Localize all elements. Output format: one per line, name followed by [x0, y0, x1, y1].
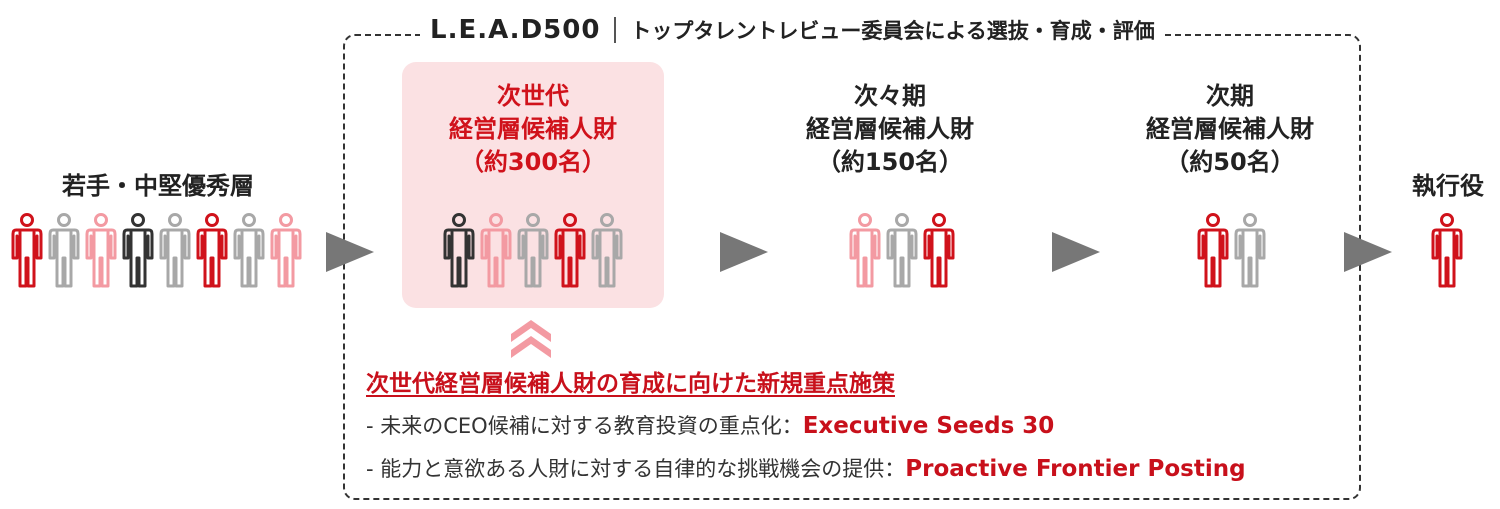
- person-icon: [11, 213, 43, 288]
- measures-title: 次世代経営層候補人財の育成に向けた新規重点施策: [366, 371, 895, 397]
- stage-next-line-2: 経営層候補人財: [1146, 115, 1314, 143]
- measure-item-2-text: - 能力と意欲ある人財に対する自律的な挑戦機会の提供：: [366, 457, 906, 481]
- person-icon: [480, 213, 512, 288]
- person-icon: [517, 213, 549, 288]
- frame-subtitle: トップタレントレビュー委員会による選抜・育成・評価: [630, 19, 1155, 43]
- stage-young-label: 若手・中堅優秀層: [48, 170, 268, 203]
- stage-next-line-1: 次期: [1206, 82, 1254, 110]
- measure-item-1: - 未来のCEO候補に対する教育投資の重点化：Executive Seeds 3…: [366, 410, 1054, 440]
- stage-after-next-line-3: （約150名）: [816, 148, 964, 176]
- person-icon: [159, 213, 191, 288]
- person-icon: [1234, 213, 1266, 288]
- person-icon: [554, 213, 586, 288]
- title-separator: [614, 17, 617, 43]
- flow-arrow-3: [1052, 232, 1100, 272]
- people-group-next-gen: [442, 212, 627, 290]
- flow-arrow-1: [326, 232, 374, 272]
- people-group-after-next: [848, 212, 959, 290]
- brand-label: L.E.A.D500: [430, 15, 601, 45]
- stage-next-gen-line-3: （約300名）: [459, 148, 607, 176]
- stage-next-gen-line-1: 次世代: [497, 82, 569, 110]
- people-group-next: [1196, 212, 1270, 290]
- person-icon: [85, 213, 117, 288]
- stage-after-next-line-2: 経営層候補人財: [806, 115, 974, 143]
- person-icon: [233, 213, 265, 288]
- person-icon: [1197, 213, 1229, 288]
- flow-arrow-4: [1344, 232, 1392, 272]
- stage-young-line: 若手・中堅優秀層: [62, 172, 254, 200]
- measure-item-2: - 能力と意欲ある人財に対する自律的な挑戦機会の提供：Proactive Fro…: [366, 453, 1246, 483]
- person-icon: [443, 213, 475, 288]
- people-group-young: [10, 212, 306, 290]
- double-chevron-up-icon: [511, 320, 551, 358]
- person-icon: [923, 213, 955, 288]
- person-icon: [849, 213, 881, 288]
- person-icon: [591, 213, 623, 288]
- stage-after-next-line-1: 次々期: [854, 82, 926, 110]
- stage-next-line-3: （約50名）: [1165, 148, 1295, 176]
- people-group-exec: [1430, 212, 1467, 290]
- person-icon: [196, 213, 228, 288]
- person-icon: [48, 213, 80, 288]
- stage-next-gen-label: 次世代 経営層候補人財 （約300名）: [402, 80, 664, 179]
- person-icon: [122, 213, 154, 288]
- measure-item-1-tag: Executive Seeds 30: [802, 413, 1055, 439]
- person-icon: [1431, 213, 1463, 288]
- stage-exec-label: 執行役: [1398, 170, 1498, 203]
- person-icon: [886, 213, 918, 288]
- frame-title: L.E.A.D500 トップタレントレビュー委員会による選抜・育成・評価: [420, 14, 1165, 46]
- stage-after-next-label: 次々期 経営層候補人財 （約150名）: [770, 80, 1010, 179]
- measure-item-2-tag: Proactive Frontier Posting: [905, 456, 1246, 482]
- stage-next-label: 次期 経営層候補人財 （約50名）: [1110, 80, 1350, 179]
- measure-item-1-text: - 未来のCEO候補に対する教育投資の重点化：: [366, 414, 803, 438]
- person-icon: [270, 213, 302, 288]
- flow-arrow-2: [720, 232, 768, 272]
- stage-next-gen-line-2: 経営層候補人財: [449, 115, 617, 143]
- stage-exec-line: 執行役: [1412, 172, 1484, 200]
